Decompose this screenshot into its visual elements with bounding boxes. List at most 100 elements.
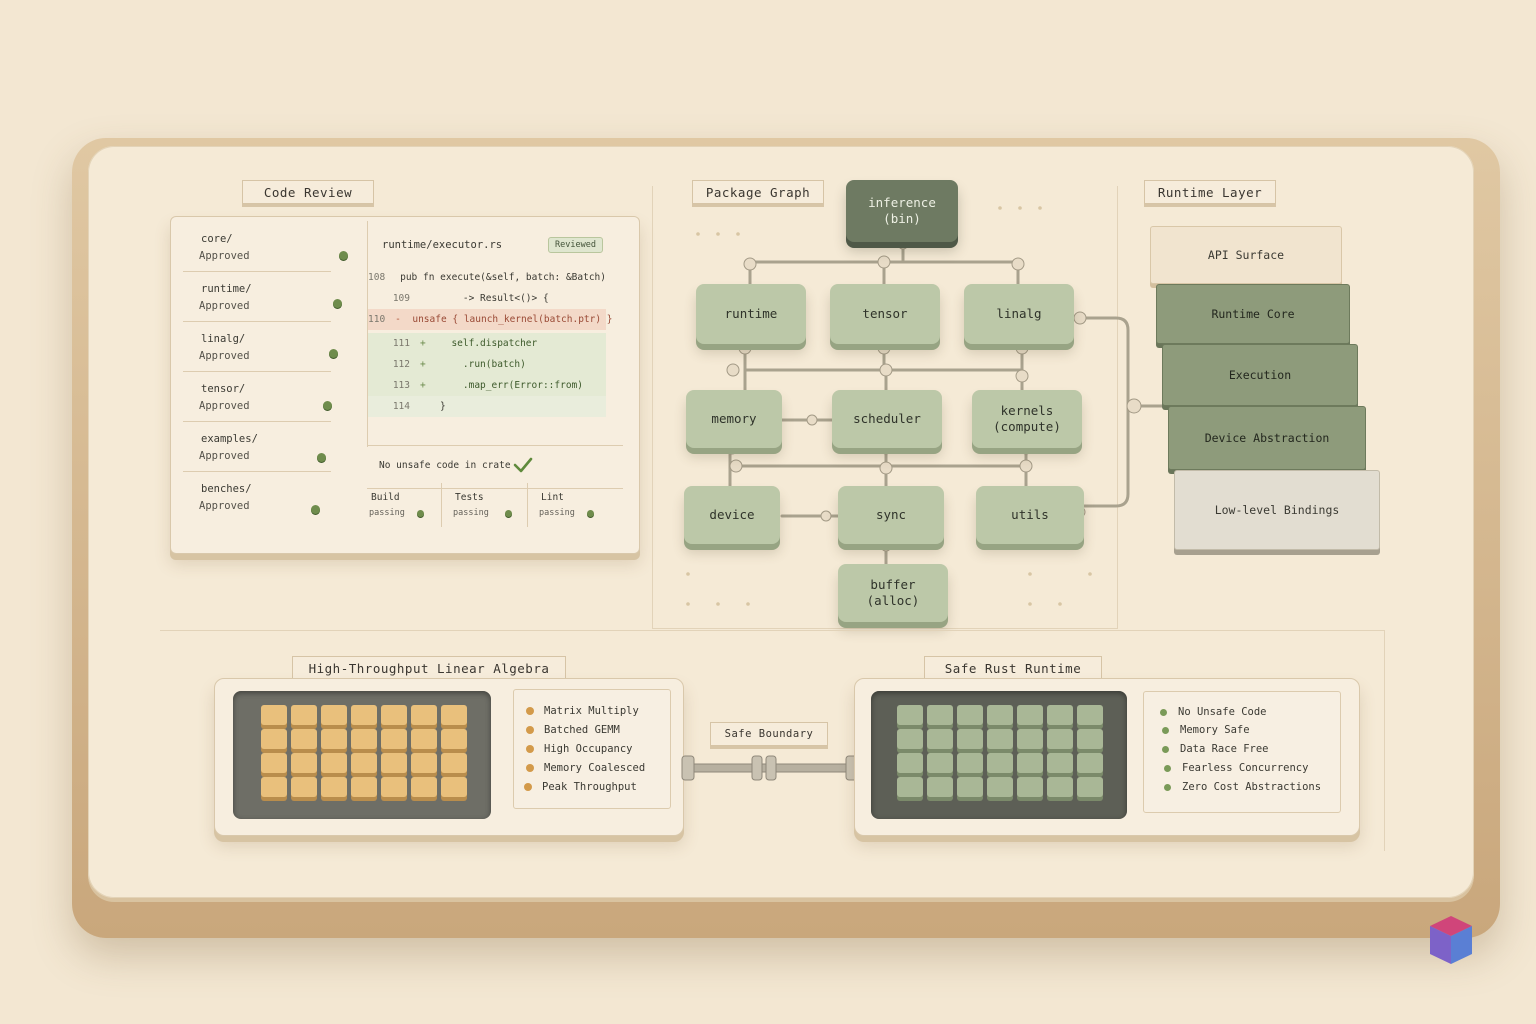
grid-tile [987,753,1013,773]
grid-tile [411,777,437,797]
grid-tile [1017,705,1043,725]
ci-check-build[interactable]: Build passing [359,483,442,527]
code-review-title: Code Review [242,180,374,204]
module-scheduler[interactable]: scheduler [832,390,942,448]
grid-tile [441,729,467,749]
grid-tile [957,705,983,725]
ci-check-lint[interactable]: Lint passing [529,483,617,527]
review-item-status: Approved [199,400,250,412]
module-sync[interactable]: sync [838,486,944,544]
layer-runtime-core[interactable]: Runtime Core [1156,284,1350,344]
feature-item: Zero Cost Abstractions [1164,778,1321,796]
grid-tile [897,705,923,725]
grid-tile [987,777,1013,797]
layer-low-level-bindings[interactable]: Low-level Bindings [1174,470,1380,550]
review-item[interactable]: examples/ Approved [183,421,331,472]
ci-check-name: Lint [541,492,564,503]
bullet-icon [1164,764,1171,772]
status-dot-icon [339,251,348,260]
module-name: buffer [870,577,916,592]
grid-tile [411,753,437,773]
grid-tile [957,729,983,749]
safe-runtime-panel: No Unsafe Code Memory Safe Data Race Fre… [854,678,1360,836]
boundary-shaft [681,755,859,781]
grid-tile [1077,705,1103,725]
layer-api-surface[interactable]: API Surface [1150,226,1342,284]
module-tensor[interactable]: tensor [830,284,940,344]
status-dot-icon [329,349,338,358]
layer-device-abstraction[interactable]: Device Abstraction [1168,406,1366,470]
review-item-name: tensor/ [201,383,246,395]
review-item[interactable]: tensor/ Approved [183,371,332,422]
review-item-name: examples/ [201,433,258,445]
feature-item: Fearless Concurrency [1164,759,1308,777]
grid-tile [1017,777,1043,797]
ci-check-status: passing [369,508,405,518]
status-dot-icon [317,453,326,462]
grid-tile [321,729,347,749]
grid-tile [321,777,347,797]
status-dot-icon [333,299,342,308]
module-name: linalg [996,306,1042,321]
module-memory[interactable]: memory [686,390,782,448]
review-item[interactable]: runtime/ Approved [183,271,342,322]
module-buffer[interactable]: buffer (alloc) [838,564,948,622]
grid-tile [351,729,377,749]
status-dot-icon [323,401,332,410]
feature-item: Data Race Free [1162,740,1269,758]
grid-tile [441,705,467,725]
review-item[interactable]: core/ Approved [183,221,348,272]
grid-tile [261,729,287,749]
bottom-section [160,630,1385,851]
feature-item: Peak Throughput [524,778,637,796]
grid-tile [1047,705,1073,725]
review-item[interactable]: linalg/ Approved [183,321,338,372]
grid-tile [381,729,407,749]
grid-tile [1017,753,1043,773]
grid-tile [897,753,923,773]
code-line: 114} [368,396,606,417]
code-review-panel: core/ Approved runtime/ Approved linalg/… [170,216,640,554]
grid-tile [411,729,437,749]
feature-item: Memory Coalesced [526,759,645,777]
module-linalg[interactable]: linalg [964,284,1074,344]
grid-tile [291,729,317,749]
grid-tile [927,705,953,725]
grid-tile [441,753,467,773]
bullet-icon [526,745,534,753]
grid-tile [261,705,287,725]
safe-runtime-features: No Unsafe Code Memory Safe Data Race Fre… [1143,691,1341,813]
module-device[interactable]: device [684,486,780,544]
module-name: device [709,507,755,522]
module-name: inference [868,195,936,210]
grid-tile [1077,777,1103,797]
feature-item: High Occupancy [526,740,633,758]
linear-algebra-title: High-Throughput Linear Algebra [292,656,566,680]
code-line-added: 113+ .map_err(Error::from) [368,375,606,396]
reviewed-badge: Reviewed [548,237,603,253]
review-item-name: linalg/ [201,333,246,345]
package-graph-title: Package Graph [692,180,824,204]
ci-check-tests[interactable]: Tests passing [443,483,528,527]
ci-check-name: Tests [455,492,484,503]
grid-tile [957,777,983,797]
feature-item: No Unsafe Code [1160,703,1267,721]
feature-item: Matrix Multiply [526,702,639,720]
status-dot-icon [417,510,424,517]
review-file-list: core/ Approved runtime/ Approved linalg/… [183,221,348,533]
status-dot-icon [587,510,594,517]
grid-tile [927,753,953,773]
grid-tile [987,729,1013,749]
unsafe-check-row: No unsafe code in crate [367,445,623,489]
module-utils[interactable]: utils [976,486,1084,544]
bullet-icon [1162,726,1169,734]
layer-execution[interactable]: Execution [1162,344,1358,406]
module-kernels[interactable]: kernels (compute) [972,390,1082,448]
safe-boundary-label: Safe Boundary [710,722,828,746]
module-runtime[interactable]: runtime [696,284,806,344]
module-sub: (alloc) [866,593,920,608]
runtime-layer-stack: API Surface Runtime Core Execution Devic… [1150,226,1382,556]
module-inference[interactable]: inference (bin) [846,180,958,242]
review-item[interactable]: benches/ Approved [183,471,331,521]
